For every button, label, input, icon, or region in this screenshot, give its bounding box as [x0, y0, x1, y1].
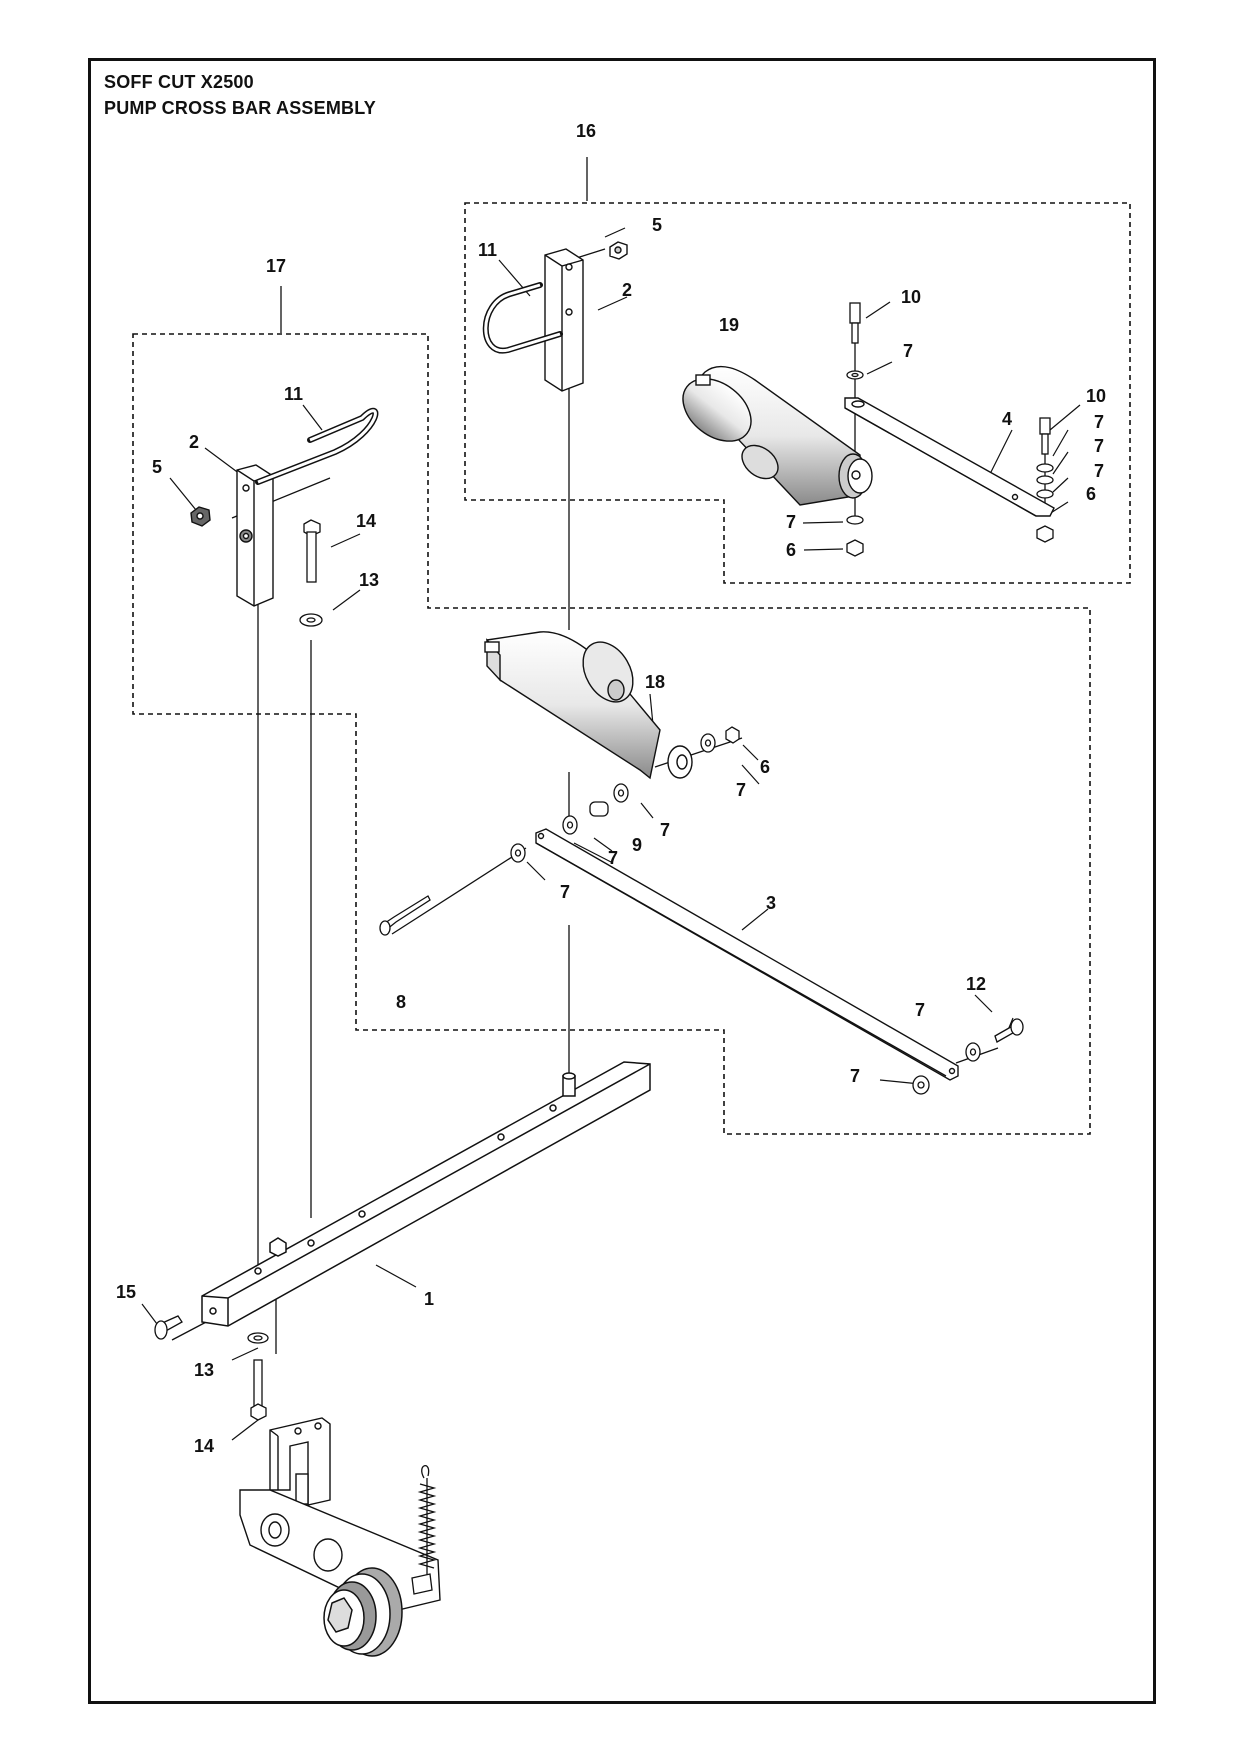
spacer-9 — [589, 801, 609, 817]
callout-5: 5 — [652, 215, 662, 235]
callout-7: 7 — [608, 848, 618, 868]
bolt-14-bottom — [250, 1359, 267, 1421]
callout-6: 6 — [786, 540, 796, 560]
callout-2: 2 — [189, 432, 199, 452]
actuator-19 — [682, 365, 873, 506]
callout-7: 7 — [915, 1000, 925, 1020]
callout-5: 5 — [152, 457, 162, 477]
callout-11: 11 — [478, 240, 497, 260]
tension-spring — [411, 1465, 437, 1595]
callout-1: 1 — [424, 1289, 434, 1309]
bolt-10-upper — [849, 302, 861, 324]
washer-7-right-a — [1036, 463, 1054, 473]
washer-7-lower — [846, 515, 864, 525]
drawing-frame — [88, 58, 1156, 1704]
nut-5-top — [609, 241, 628, 260]
washer-7-right-b — [1036, 475, 1054, 485]
callout-19: 19 — [719, 315, 739, 335]
subassembly-16-boundary — [464, 202, 1131, 584]
callout-3: 3 — [766, 893, 776, 913]
callout-7: 7 — [1094, 436, 1104, 456]
callout-15: 15 — [116, 1282, 136, 1302]
u-bolt-11-left — [255, 407, 379, 485]
callout-labels: 16 17 5 11 2 10 19 7 10 4 7 7 7 6 11 2 5… — [116, 121, 1106, 1456]
nut-5-left — [190, 506, 211, 527]
callout-13: 13 — [359, 570, 379, 590]
washer-7-right-c — [1036, 489, 1054, 499]
callout-10: 10 — [901, 287, 921, 307]
callout-7: 7 — [850, 1066, 860, 1086]
callout-6: 6 — [760, 757, 770, 777]
pulley — [323, 1567, 403, 1657]
callout-17: 17 — [266, 256, 286, 276]
callout-7: 7 — [736, 780, 746, 800]
callout-13: 13 — [194, 1360, 214, 1380]
cross-bar-1 — [201, 1061, 651, 1327]
callout-14: 14 — [194, 1436, 214, 1456]
callout-7: 7 — [786, 512, 796, 532]
callout-7: 7 — [1094, 412, 1104, 432]
bracket-2-left — [236, 464, 274, 607]
nut-6-right — [1036, 525, 1054, 543]
callout-2: 2 — [622, 280, 632, 300]
bolt-12 — [994, 1018, 1024, 1043]
callout-7: 7 — [1094, 461, 1104, 481]
callout-4: 4 — [1002, 409, 1012, 429]
screw-15 — [154, 1315, 183, 1340]
callout-10: 10 — [1086, 386, 1106, 406]
callout-18: 18 — [645, 672, 665, 692]
callout-7: 7 — [560, 882, 570, 902]
callout-9: 9 — [632, 835, 642, 855]
subassembly-17-boundary — [132, 333, 1091, 1135]
assembly-title: PUMP CROSS BAR ASSEMBLY — [104, 98, 376, 118]
callout-7: 7 — [903, 341, 913, 361]
callout-7: 7 — [660, 820, 670, 840]
callout-14: 14 — [356, 511, 376, 531]
nut-6-a — [725, 726, 740, 744]
actuator-18 — [484, 631, 693, 780]
bracket-2-top — [544, 248, 584, 392]
pin-8 — [379, 895, 431, 936]
bolt-14-top — [299, 519, 323, 627]
link-bar-4 — [844, 397, 1055, 517]
model-title: SOFF CUT X2500 — [104, 72, 254, 92]
callout-6: 6 — [1086, 484, 1096, 504]
callout-11: 11 — [284, 384, 303, 404]
bolt-10-right — [1039, 417, 1051, 435]
callout-16: 16 — [576, 121, 596, 141]
lower-bracket — [269, 1417, 331, 1506]
nut-6-lower — [846, 539, 864, 557]
callout-8: 8 — [396, 992, 406, 1012]
callout-12: 12 — [966, 974, 986, 994]
bar-3 — [535, 828, 959, 1081]
